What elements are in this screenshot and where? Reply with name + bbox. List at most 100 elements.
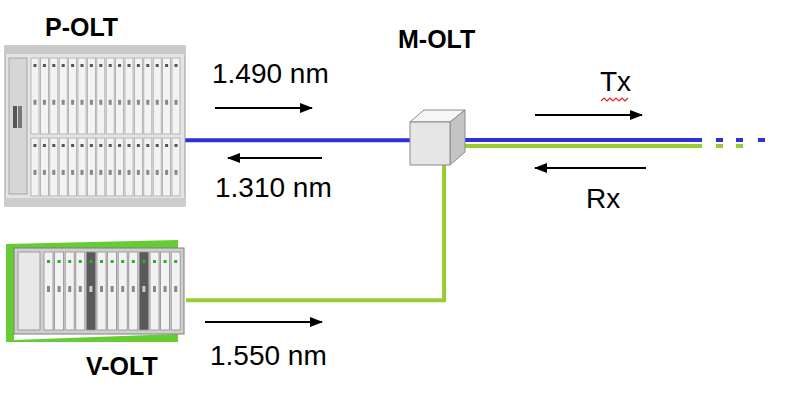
card-led — [34, 64, 37, 67]
rack-card — [134, 58, 142, 134]
direction-arrow — [228, 157, 322, 159]
rack-card — [116, 58, 124, 134]
chassis-card — [108, 252, 117, 330]
rack-card — [31, 138, 39, 196]
chassis-card — [129, 252, 138, 330]
card-port — [111, 286, 114, 292]
rack-panel — [9, 58, 27, 194]
card-port — [43, 100, 46, 105]
rack-card — [31, 58, 39, 134]
rack-card — [172, 58, 180, 134]
node-heading: V-OLT — [86, 352, 158, 381]
chassis-card — [97, 252, 106, 330]
card-led — [81, 64, 84, 67]
card-led — [90, 64, 93, 67]
rack-card — [50, 138, 58, 196]
chassis-body — [14, 248, 184, 334]
chassis-card — [139, 252, 148, 330]
card-port — [118, 170, 121, 175]
rack-top — [5, 46, 185, 54]
card-led — [71, 64, 74, 67]
card-led — [99, 64, 102, 67]
rack-card — [40, 138, 48, 196]
chassis-shadow — [6, 240, 178, 342]
card-port — [146, 170, 149, 175]
green-fibre — [465, 144, 702, 148]
rack-card — [97, 58, 105, 134]
card-led — [175, 64, 178, 67]
card-led — [62, 144, 65, 147]
card-port — [137, 170, 140, 175]
fibre-dash — [736, 138, 743, 142]
card-led — [109, 144, 112, 147]
card-led — [100, 260, 103, 263]
chassis-card — [76, 252, 85, 330]
olt-cube: M-OLT — [410, 110, 465, 165]
card-port — [142, 286, 145, 292]
cube-side — [450, 110, 465, 165]
card-led — [153, 260, 156, 263]
card-port — [118, 100, 121, 105]
rack-card — [78, 58, 86, 134]
card-led — [118, 144, 121, 147]
card-port — [71, 100, 74, 105]
rack-card — [69, 138, 77, 196]
direction-arrow — [535, 114, 642, 116]
rack-card — [78, 138, 86, 196]
card-led — [146, 144, 149, 147]
card-led — [156, 144, 159, 147]
card-led — [164, 260, 167, 263]
rack-card — [172, 138, 180, 196]
olt-chassis: V-OLT — [6, 240, 186, 342]
rack-body — [5, 46, 185, 206]
card-port — [128, 100, 131, 105]
wavelength-label: Tx — [600, 66, 631, 98]
card-led — [142, 260, 145, 263]
card-led — [156, 64, 159, 67]
card-port — [99, 100, 102, 105]
card-led — [90, 144, 93, 147]
card-port — [165, 170, 168, 175]
card-led — [89, 260, 92, 263]
card-port — [34, 170, 37, 175]
card-port — [68, 286, 71, 292]
card-port — [156, 170, 159, 175]
card-led — [47, 260, 50, 263]
wavelength-label: Rx — [586, 183, 620, 215]
card-port — [164, 286, 167, 292]
rack-card — [97, 138, 105, 196]
chassis-card — [150, 252, 159, 330]
card-port — [79, 286, 82, 292]
card-port — [156, 100, 159, 105]
rack-switch — [13, 106, 17, 128]
rack-card — [134, 138, 142, 196]
squiggle-mark — [601, 98, 628, 101]
card-led — [137, 64, 140, 67]
card-port — [109, 100, 112, 105]
rack-bottom — [5, 198, 185, 206]
card-port — [137, 100, 140, 105]
chassis-card — [55, 252, 64, 330]
rack-card — [153, 58, 161, 134]
fibre-dash — [736, 144, 743, 148]
card-port — [81, 170, 84, 175]
card-port — [153, 286, 156, 292]
card-led — [111, 260, 114, 263]
wavelength-label: 1.310 nm — [215, 172, 332, 204]
card-port — [100, 286, 103, 292]
card-led — [68, 260, 71, 263]
card-port — [99, 170, 102, 175]
card-port — [128, 170, 131, 175]
card-led — [121, 260, 124, 263]
equipment-figure — [6, 240, 186, 342]
card-led — [71, 144, 74, 147]
direction-arrow — [535, 167, 646, 169]
card-port — [121, 286, 124, 292]
card-led — [52, 144, 55, 147]
card-led — [109, 64, 112, 67]
chassis-card — [65, 252, 74, 330]
olt-rack: P-OLT — [5, 46, 185, 206]
rack-card — [153, 138, 161, 196]
card-port — [89, 286, 92, 292]
